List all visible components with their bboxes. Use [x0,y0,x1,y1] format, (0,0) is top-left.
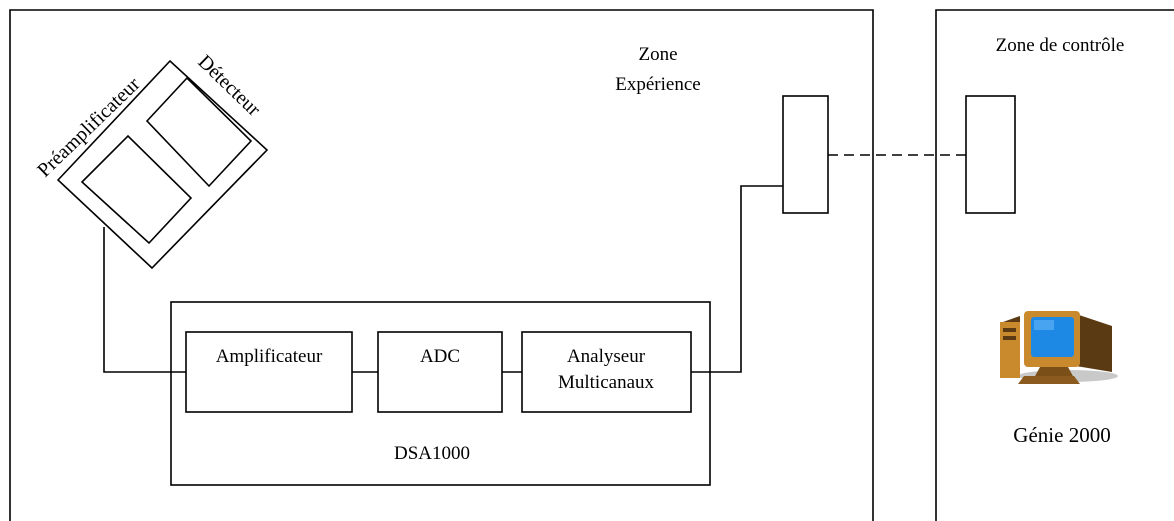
control-zone-label: Zone de contrôle [996,35,1125,56]
analyser-label-line1: Analyseur [567,346,646,367]
analyser-label-line2: Multicanaux [558,372,655,393]
computer-icon [1000,311,1118,384]
detector-to-amplifier-wire [103,227,186,373]
dsa1000-box [170,301,711,486]
experience-zone-frame [9,9,874,521]
detector-assembly: Préamplificateur Détecteur [33,51,269,270]
preamplifier-label: Préamplificateur [33,73,144,182]
experience-zone-label-line2: Expérience [615,74,700,95]
detector-housing [56,59,269,270]
preamplifier-module [80,134,193,245]
computer-label: Génie 2000 [1013,423,1110,447]
adc-box [377,331,503,413]
adc-label: ADC [420,346,460,367]
control-zone-frame [935,9,1174,521]
amplifier-label: Amplificateur [216,346,323,367]
detector-label: Détecteur [194,51,265,121]
experience-connector-box [782,95,829,214]
control-connector-box [965,95,1016,214]
analyser-to-network-wire [691,185,783,373]
experience-zone-label-line1: Zone [638,44,677,65]
detector-module [145,76,253,188]
amplifier-box [185,331,353,413]
dsa1000-label: DSA1000 [394,443,470,464]
